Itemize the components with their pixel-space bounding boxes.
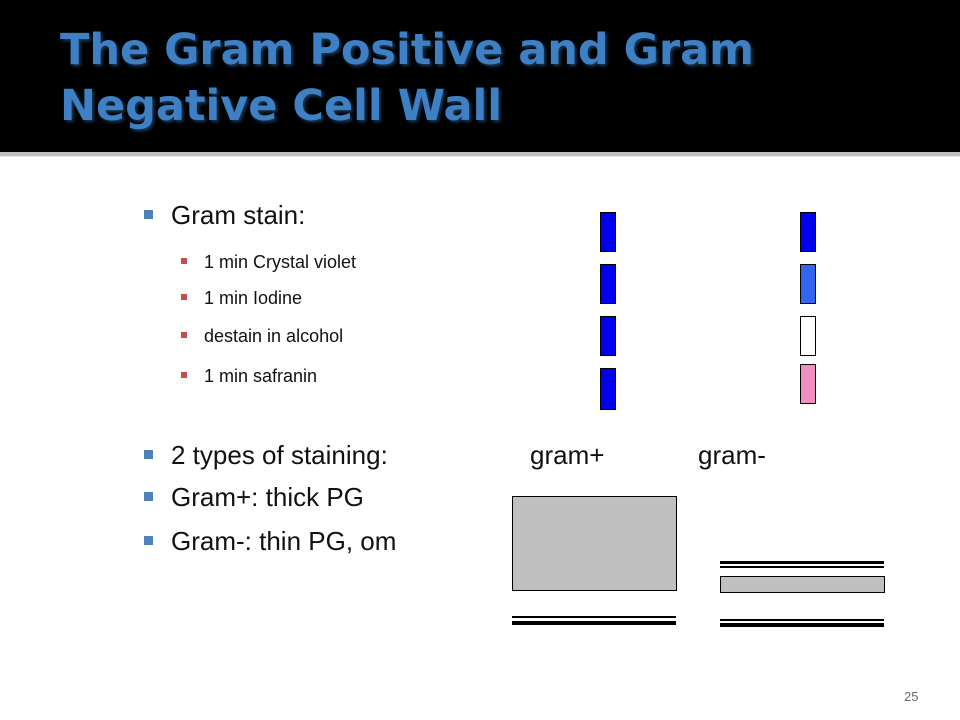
gram-negative-thin-peptidoglycan: [720, 576, 885, 593]
bullet-square-icon: [144, 209, 153, 219]
gram-negative-inner-membrane-line: [720, 619, 884, 621]
gram-negative-cell-safranin: [800, 364, 816, 404]
page-number: 25: [904, 689, 919, 704]
bullet-text: Gram+: thick PG: [171, 482, 364, 512]
gram-positive-membrane-line: [512, 616, 676, 618]
label-gram-negative: gram-: [698, 440, 766, 470]
gram-negative-outer-membrane-line: [720, 561, 884, 564]
step-text: 1 min Crystal violet: [204, 252, 357, 272]
step-text: destain in alcohol: [204, 326, 344, 346]
bullet-gram-stain: Gram stain:: [144, 200, 305, 231]
title-underline-light: [0, 156, 960, 157]
gram-negative-outer-membrane-line: [720, 566, 884, 568]
sub-bullet-square-icon: [181, 372, 187, 379]
sub-bullet-step-3: destain in alcohol: [181, 326, 343, 347]
bullet-gram-positive: Gram+: thick PG: [144, 482, 364, 513]
bullet-text: Gram stain:: [171, 200, 306, 230]
sub-bullet-square-icon: [181, 258, 187, 265]
bullet-square-icon: [144, 491, 153, 501]
slide-title: The Gram Positive and Gram Negative Cell…: [60, 25, 754, 131]
gram-positive-cell-iodine: [600, 264, 616, 304]
bullet-text: Gram-: thin PG, om: [171, 526, 397, 556]
sub-bullet-step-2: 1 min Iodine: [181, 288, 302, 309]
bullet-square-icon: [144, 449, 153, 459]
title-bar: [0, 0, 960, 152]
gram-negative-cell-iodine: [800, 264, 816, 304]
sub-bullet-square-icon: [181, 332, 187, 339]
bullet-square-icon: [144, 535, 153, 545]
label-gram-positive: gram+: [530, 440, 605, 470]
sub-bullet-step-1: 1 min Crystal violet: [181, 252, 356, 273]
bullet-text: 2 types of staining:: [171, 440, 388, 470]
bullet-gram-negative: Gram-: thin PG, om: [144, 526, 396, 557]
step-text: 1 min safranin: [204, 366, 318, 386]
gram-negative-cell-destain: [800, 316, 816, 356]
sub-bullet-step-4: 1 min safranin: [181, 366, 317, 387]
step-text: 1 min Iodine: [204, 288, 303, 308]
gram-positive-cell-destain: [600, 316, 616, 356]
gram-positive-membrane-line: [512, 621, 676, 625]
gram-positive-cell-crystal-violet: [600, 212, 616, 252]
bullet-types: 2 types of staining:: [144, 440, 388, 471]
sub-bullet-square-icon: [181, 294, 187, 301]
gram-positive-cell-safranin: [600, 368, 616, 410]
gram-negative-inner-membrane-line: [720, 623, 884, 627]
gram-positive-thick-peptidoglycan: [512, 496, 677, 591]
gram-negative-cell-crystal-violet: [800, 212, 816, 252]
title-underline: [0, 152, 960, 156]
